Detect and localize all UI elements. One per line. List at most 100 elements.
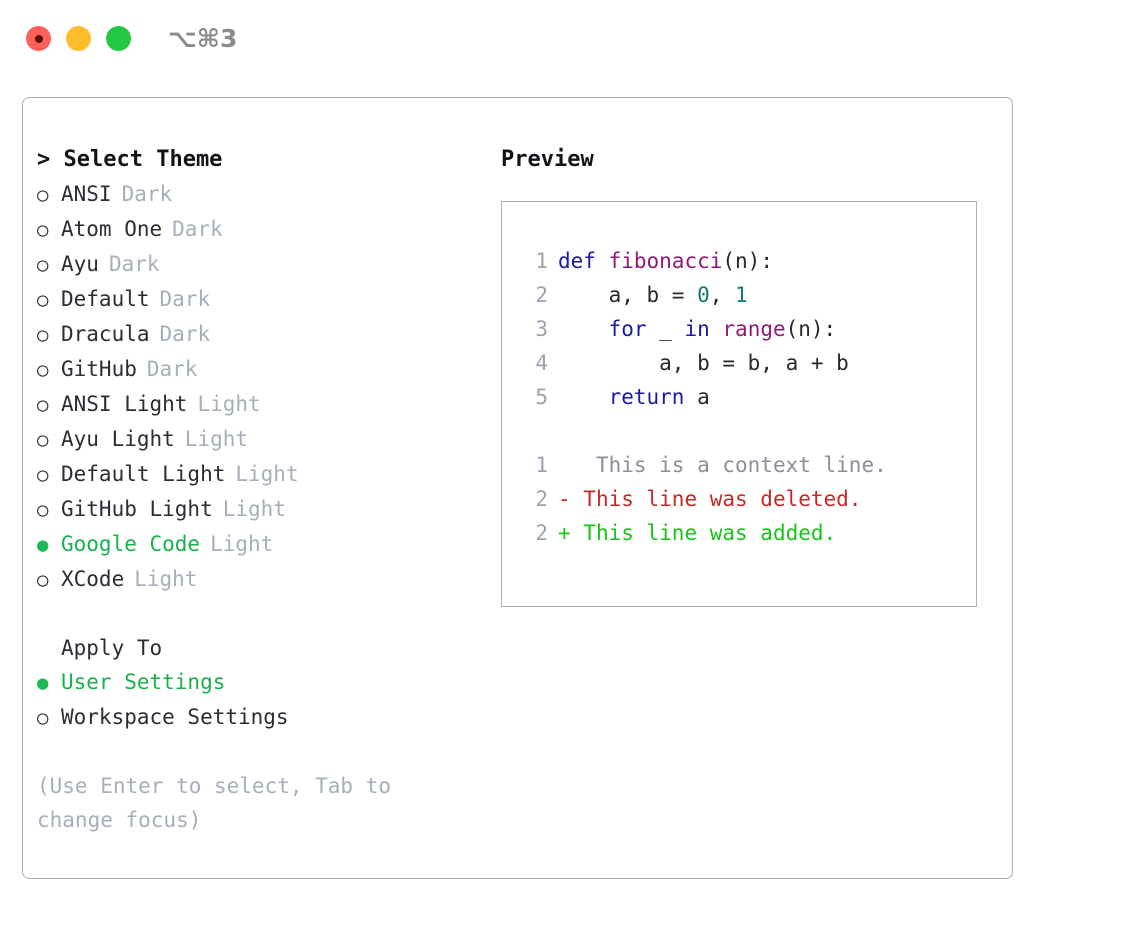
radio-unselected-icon[interactable]: ○ xyxy=(37,254,49,276)
apply-to-label: Workspace Settings xyxy=(61,705,289,729)
theme-category-tag: Dark xyxy=(172,217,223,241)
code-token: (n): xyxy=(785,317,837,341)
diff-marker: + xyxy=(558,521,571,545)
code-line: 3 for _ in range(n): xyxy=(520,312,976,346)
theme-list-item[interactable]: ○ XCode Light xyxy=(37,562,477,597)
code-token: a, b = xyxy=(558,283,698,307)
radio-selected-icon[interactable]: ● xyxy=(37,534,49,556)
theme-name: XCode xyxy=(61,567,125,591)
code-line-text: return a xyxy=(558,380,710,414)
theme-name: Atom One xyxy=(61,217,163,241)
diff-line-text: This is a context line. xyxy=(570,453,887,477)
theme-list-item[interactable]: ○ Ayu Light Light xyxy=(37,422,477,457)
radio-unselected-icon[interactable]: ○ xyxy=(37,324,49,346)
theme-list-item[interactable]: ● Google Code Light xyxy=(37,527,477,562)
code-token: a xyxy=(684,385,710,409)
theme-list-item[interactable]: ○ Atom One Dark xyxy=(37,212,477,247)
minimize-button[interactable] xyxy=(66,26,91,51)
diff-line-text: This line was added. xyxy=(570,521,837,545)
code-token: 1 xyxy=(735,283,748,307)
radio-unselected-icon[interactable]: ○ xyxy=(37,219,49,241)
apply-to-heading: Apply To xyxy=(61,636,163,660)
diff-marker: - xyxy=(558,487,571,511)
theme-category-tag: Light xyxy=(197,392,261,416)
theme-name: Default Light xyxy=(61,462,226,486)
radio-unselected-icon[interactable]: ○ xyxy=(37,359,49,381)
diff-marker xyxy=(558,448,571,482)
select-theme-heading: > Select Theme xyxy=(37,147,223,172)
maximize-button[interactable] xyxy=(106,26,131,51)
theme-category-tag: Light xyxy=(184,427,249,451)
theme-name: Ayu Light xyxy=(61,427,175,451)
code-token: return xyxy=(608,385,685,409)
code-line: 5 return a xyxy=(520,380,976,414)
apply-to-option[interactable]: ○ Workspace Settings xyxy=(37,700,477,735)
code-token xyxy=(558,385,609,409)
radio-unselected-icon[interactable]: ○ xyxy=(37,499,49,521)
theme-list-item[interactable]: ○ Ayu Dark xyxy=(37,247,477,282)
diff-sample: 1 This is a context line.2- This line wa… xyxy=(520,448,976,550)
theme-category-tag: Dark xyxy=(159,322,211,346)
code-token xyxy=(558,317,609,341)
theme-category-tag: Dark xyxy=(121,182,173,206)
theme-category-tag: Light xyxy=(134,567,198,591)
radio-unselected-icon[interactable]: ○ xyxy=(37,184,49,206)
code-line: 4 a, b = b, a + b xyxy=(520,346,976,380)
apply-to-option[interactable]: ● User Settings xyxy=(37,665,477,700)
theme-name: Dracula xyxy=(61,322,150,346)
theme-name: Default xyxy=(61,287,150,311)
radio-unselected-icon[interactable]: ○ xyxy=(37,429,49,451)
radio-unselected-icon[interactable]: ○ xyxy=(37,464,49,486)
theme-name: Ayu xyxy=(61,252,99,276)
diff-line: 2 + This line was added. xyxy=(520,516,976,550)
code-diff-gap xyxy=(520,414,976,448)
line-number: 2 xyxy=(535,487,548,511)
theme-list-item[interactable]: ○ Dracula Dark xyxy=(37,317,477,352)
line-number: 3 xyxy=(535,317,548,341)
theme-list-item[interactable]: ○ ANSI Dark xyxy=(37,177,477,212)
radio-unselected-icon[interactable]: ○ xyxy=(37,289,49,311)
code-token: 0 xyxy=(697,283,710,307)
code-token: a, b = b, a + b xyxy=(558,351,849,375)
line-number: 1 xyxy=(535,453,548,477)
theme-category-tag: Dark xyxy=(108,252,160,276)
radio-unselected-icon[interactable]: ○ xyxy=(37,707,49,729)
theme-name: ANSI xyxy=(61,182,112,206)
theme-category-tag: Light xyxy=(210,532,274,556)
window-controls xyxy=(26,26,131,51)
code-line-text: a, b = b, a + b xyxy=(558,346,849,380)
code-token: (n): xyxy=(722,249,773,273)
radio-selected-icon[interactable]: ● xyxy=(37,672,49,694)
code-token: fibonacci xyxy=(608,249,723,273)
close-button[interactable] xyxy=(26,26,51,51)
diff-line-text: This line was deleted. xyxy=(570,487,862,511)
diff-line: 1 This is a context line. xyxy=(520,448,976,482)
theme-name: Google Code xyxy=(61,532,201,556)
line-number: 2 xyxy=(535,283,548,307)
apply-to-list: ● User Settings ○ Workspace Settings xyxy=(37,665,477,735)
radio-unselected-icon[interactable]: ○ xyxy=(37,569,49,591)
diff-line: 2- This line was deleted. xyxy=(520,482,976,516)
radio-unselected-icon[interactable]: ○ xyxy=(37,394,49,416)
theme-name: GitHub Light xyxy=(61,497,213,521)
code-token: , xyxy=(709,283,736,307)
line-number: 2 xyxy=(535,521,548,545)
line-number: 4 xyxy=(535,351,548,375)
apply-to-label: User Settings xyxy=(61,670,226,694)
title-bar: ⌥⌘3 xyxy=(0,0,1140,78)
theme-category-tag: Dark xyxy=(146,357,198,381)
list-spacer xyxy=(37,597,477,631)
line-number: 1 xyxy=(535,249,548,273)
